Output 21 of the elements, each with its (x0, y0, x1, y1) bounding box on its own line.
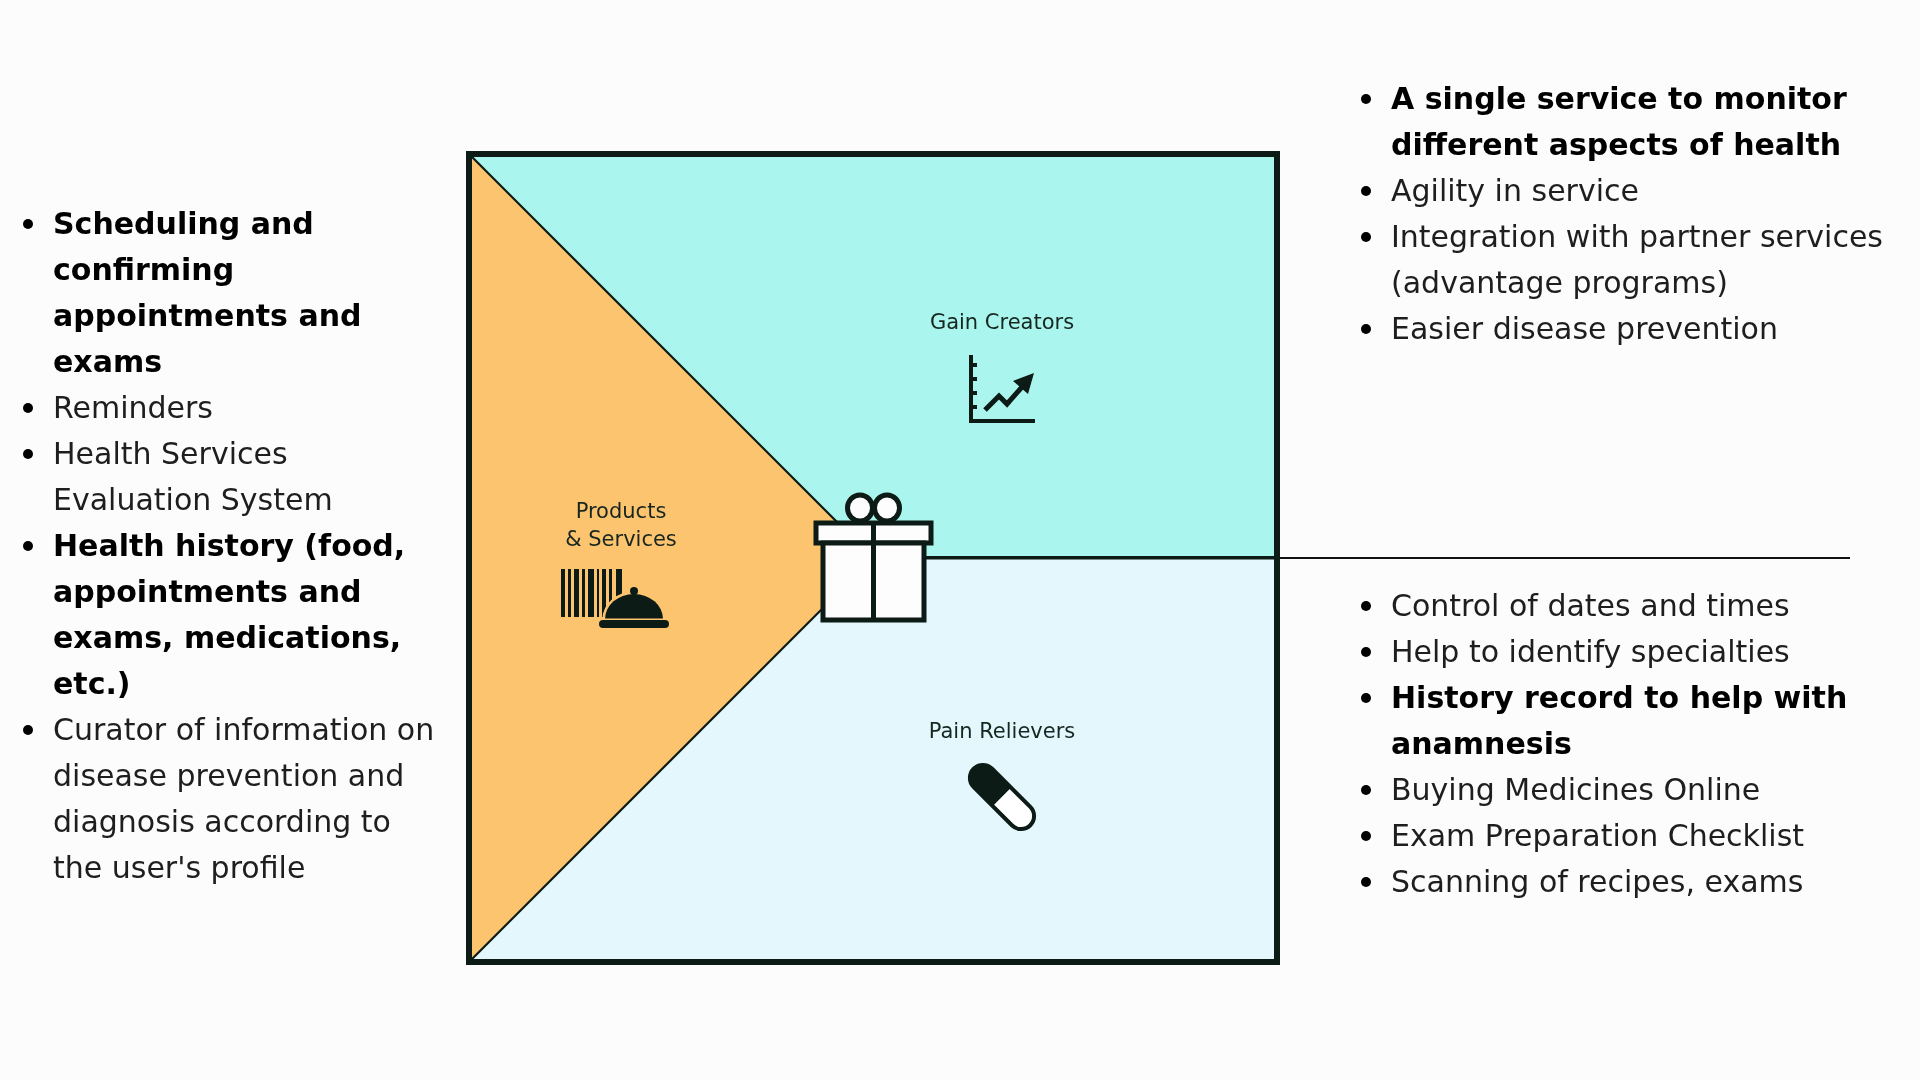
bullet-item: A single service to monitor different aspects of health (1361, 76, 1896, 168)
canvas-section (873, 558, 1277, 962)
section-title: Products & Services (565, 498, 677, 553)
bullet-item: Health Services Evaluation System (23, 431, 443, 523)
bullet-item: Scheduling and confirming appointments and exams (23, 201, 443, 385)
bullet-item: Health history (food, appointments and exams, medications, etc.) (23, 523, 443, 707)
section-title: Gain Creators (929, 309, 1075, 336)
bullet-item: Buying Medicines Online (1361, 767, 1896, 813)
bullet-item: Help to identify specialties (1361, 629, 1896, 675)
canvas-section (469, 154, 873, 962)
bullet-item: Reminders (23, 385, 443, 431)
section-title: Pain Relievers (928, 718, 1076, 745)
canvas-section (873, 154, 1277, 558)
bullet-item: History record to help with anamnesis (1361, 675, 1896, 767)
bullet-item: Integration with partner services (advantage programs) (1361, 214, 1896, 306)
bullet-item: Exam Preparation Checklist (1361, 813, 1896, 859)
bullet-item: Control of dates and times (1361, 583, 1896, 629)
bullet-item: Scanning of recipes, exams (1361, 859, 1896, 905)
bullet-item: Easier disease prevention (1361, 306, 1896, 352)
bullet-item: Agility in service (1361, 168, 1896, 214)
bullet-item: Curator of information on disease prevention and diagnosis according to the user's profile (23, 707, 443, 891)
